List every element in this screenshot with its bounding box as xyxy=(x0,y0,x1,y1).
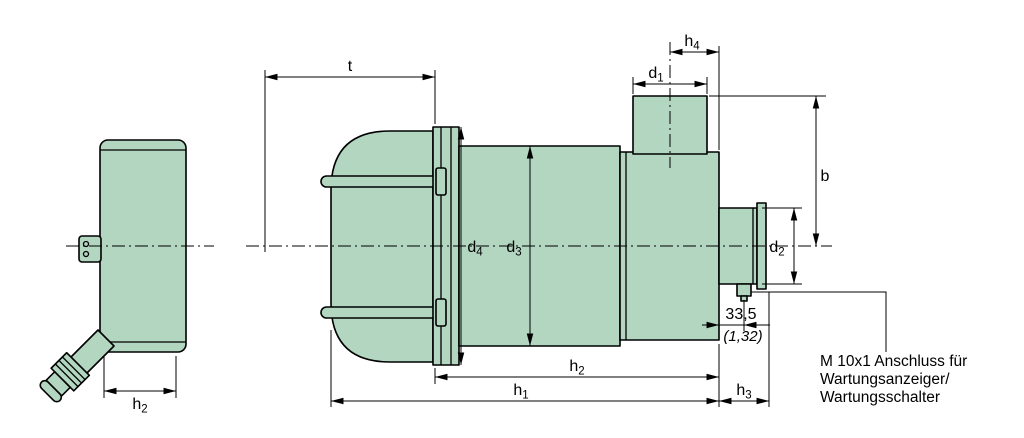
dim-label-h2-main: h2 xyxy=(569,358,584,378)
latch-screw-top xyxy=(82,240,90,248)
dim-label-offset-mm: 33,5 xyxy=(725,306,756,323)
note-line-2: Wartungsanzeiger/ xyxy=(820,371,950,388)
dimension-lines xyxy=(103,46,887,407)
dim-label-h4: h4 xyxy=(684,33,700,53)
dim-label-d1: d1 xyxy=(648,65,663,85)
note-leader-line xyxy=(751,291,887,352)
ejector-stripe-3 xyxy=(54,363,79,388)
dim-label-d4: d4 xyxy=(467,239,483,259)
clamp-hook-top xyxy=(435,167,447,196)
ejector-stripe-2 xyxy=(58,360,82,384)
dim-label-h1: h1 xyxy=(513,382,528,402)
latch-screw-bottom xyxy=(82,250,90,258)
end-view-latch xyxy=(78,235,102,263)
ejector-valve-tip xyxy=(39,379,63,403)
main-side-view xyxy=(320,95,767,366)
centerlines xyxy=(66,42,832,247)
ejector-stripe-1 xyxy=(61,356,86,381)
dim-label-h2-left-view: h2 xyxy=(132,396,147,416)
dim-label-d3: d3 xyxy=(506,239,521,259)
dim-label-offset-inch: (1,32) xyxy=(723,328,762,345)
note-line-1: M 10x1 Anschluss für xyxy=(820,353,967,370)
dust-ejector-elbow xyxy=(39,351,91,403)
clamp-bar-top xyxy=(320,175,446,188)
note-line-3: Wartungsschalter xyxy=(820,389,940,406)
clamp-hook-bottom xyxy=(435,298,447,327)
dim-label-b: b xyxy=(821,168,830,185)
cover-dome xyxy=(330,130,434,363)
dim-label-t: t xyxy=(348,58,353,75)
left-end-view xyxy=(39,139,187,403)
dim-label-d2: d2 xyxy=(769,239,784,259)
dim-label-h3: h3 xyxy=(736,382,751,402)
service-port-nipple xyxy=(736,283,752,297)
clamp-bar-bottom xyxy=(320,306,446,319)
service-port-note: M 10x1 Anschluss für Wartungsanzeiger/ W… xyxy=(820,353,967,406)
dimension-labels: t h4 d1 b d4 d3 d2 h2 h1 h3 33,5 (1,32) … xyxy=(132,33,829,416)
